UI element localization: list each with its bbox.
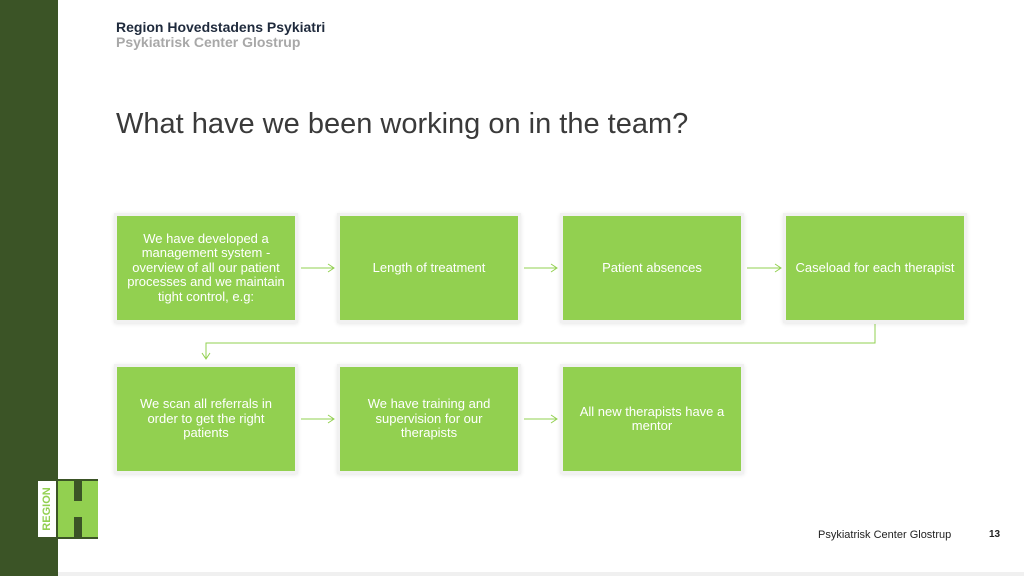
flow-step-text: Patient absences (602, 259, 702, 275)
page-number: 13 (989, 529, 1001, 540)
flow-step-text: We have training and supervision for our… (367, 396, 491, 441)
organization-name: Region Hovedstadens Psykiatri (116, 19, 326, 35)
flow-step-length-of-treatment: Length of treatment (340, 216, 518, 320)
center-name: Psykiatrisk Center Glostrup (116, 34, 301, 50)
slide-title: What have we been working on in the team… (116, 108, 689, 140)
region-h-logo: REGION (38, 479, 98, 539)
flow-step-text: Caseload for each therapist (795, 259, 955, 275)
flow-step-training-supervision: We have training and supervision for our… (340, 367, 518, 471)
elbow-connector (205, 324, 876, 359)
bottom-rule (58, 572, 1024, 576)
arrowhead-icon (774, 263, 782, 273)
flow-step-caseload: Caseload for each therapist (786, 216, 964, 320)
arrowhead-icon (327, 414, 335, 424)
flow-step-text: We have developed a management system - … (127, 230, 285, 304)
arrowhead-icon (550, 263, 558, 273)
flow-step-text: All new therapists have a mentor (579, 403, 725, 433)
arrowhead-icon (550, 414, 558, 424)
footer-center-name: Psykiatrisk Center Glostrup (818, 529, 952, 541)
logo-text: REGION (41, 487, 53, 530)
flow-step-text: Length of treatment (372, 259, 486, 275)
flow-step-text: We scan all referrals in order to get th… (140, 396, 272, 441)
flow-step-management-system: We have developed a management system - … (117, 216, 295, 320)
arrowhead-icon (201, 352, 211, 360)
flow-step-patient-absences: Patient absences (563, 216, 741, 320)
arrowhead-icon (327, 263, 335, 273)
flow-step-scan-referrals: We scan all referrals in order to get th… (117, 367, 295, 471)
flow-step-mentor: All new therapists have a mentor (563, 367, 741, 471)
